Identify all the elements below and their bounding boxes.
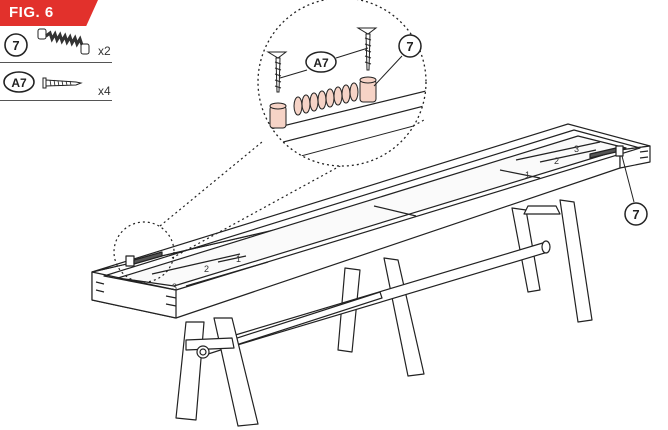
part-7-id: 7 — [12, 38, 19, 53]
lane-numbers: 3 2 1 1 2 3 — [172, 144, 579, 292]
lane-number: 1 — [236, 254, 241, 264]
detail-circle — [257, 0, 427, 167]
callout-detail-7-text: 7 — [406, 39, 413, 54]
lane-number: 2 — [204, 264, 209, 274]
part-a7-badge — [3, 71, 35, 93]
detail-source-circle — [113, 221, 175, 283]
callout-table-7: 7 — [621, 155, 648, 226]
detail-screw-left — [266, 51, 288, 93]
table-body — [91, 123, 651, 319]
parts-divider — [0, 62, 112, 63]
figure-label-tag: FIG. 6 — [0, 0, 98, 26]
middle-leg-assembly — [337, 257, 425, 377]
part-7-quantity: x2 — [98, 44, 111, 58]
lane-number: 3 — [172, 282, 177, 292]
parts-divider — [0, 100, 112, 101]
callout-a7: A7 — [279, 47, 369, 79]
callout-a7-text: A7 — [313, 56, 329, 70]
detail-leader-lines — [113, 119, 425, 283]
part-a7-id: A7 — [11, 76, 27, 90]
lane-number: 3 — [574, 144, 579, 154]
detail-screw-right — [356, 27, 378, 71]
spring-bumper-icon — [37, 28, 90, 55]
detail-view — [257, 0, 427, 167]
lane-number: 2 — [554, 156, 559, 166]
part-7-badge — [4, 33, 28, 57]
callout-table-7-text: 7 — [632, 207, 639, 222]
figure-label: FIG. 6 — [9, 4, 54, 21]
lane-number: 1 — [525, 170, 530, 180]
part-7-row: 7 — [4, 28, 90, 57]
detail-bumper-assembly — [269, 76, 377, 129]
part-a7-row: A7 — [3, 71, 83, 93]
screw-icon — [42, 77, 83, 89]
shuffleboard-table — [91, 123, 651, 427]
table-bumper-far — [589, 145, 624, 159]
far-leg-assembly — [511, 199, 593, 323]
part-a7-quantity: x4 — [98, 84, 111, 98]
table-bumper-near — [125, 251, 163, 267]
callout-detail-7: 7 — [373, 34, 422, 87]
near-leg-assembly — [175, 317, 259, 427]
